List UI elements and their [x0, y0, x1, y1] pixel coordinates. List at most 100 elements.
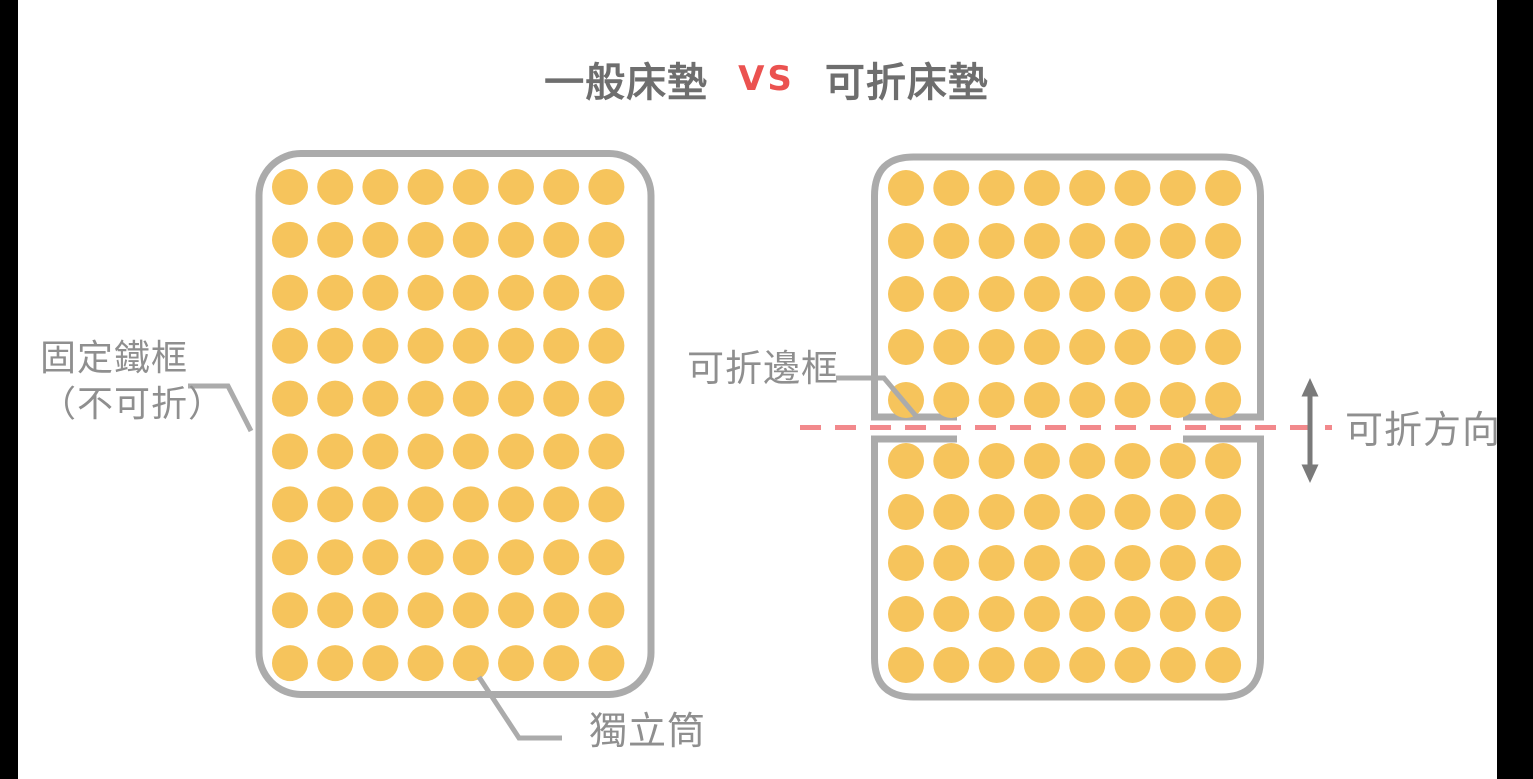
foldable-frame-top-half — [871, 153, 1264, 421]
spring-dot — [452, 327, 489, 364]
spring-dot — [1023, 545, 1060, 581]
spring-dot — [543, 274, 580, 311]
spring-dot — [407, 169, 444, 205]
spring-dot — [272, 380, 308, 417]
spring-dot — [1159, 647, 1196, 683]
spring-dot — [1069, 329, 1106, 365]
spring-dot — [933, 647, 970, 683]
spring-dot — [1205, 382, 1242, 418]
spring-dot — [933, 223, 970, 259]
spring-dot — [317, 433, 354, 470]
spring-dot — [1114, 494, 1151, 530]
spring-dot — [933, 170, 970, 206]
spring-dot — [1069, 494, 1106, 530]
spring-dot — [1023, 329, 1060, 365]
spring-dot — [1114, 329, 1151, 365]
spring-dot — [1114, 596, 1151, 632]
spring-dot — [272, 274, 308, 311]
spring-dot — [272, 592, 308, 629]
spring-dot — [407, 433, 444, 470]
spring-dot — [543, 433, 580, 470]
spring-dot — [543, 539, 580, 576]
spring-dot — [1159, 329, 1196, 365]
spring-dot — [498, 169, 534, 205]
spring-dot — [452, 433, 489, 470]
fixed-frame-leader-line — [188, 383, 254, 433]
spring-dot — [1205, 223, 1242, 259]
spring-dot — [1159, 276, 1196, 312]
pocket-spring-leader-line — [476, 675, 562, 741]
spring-dot — [498, 645, 534, 682]
spring-dot — [978, 545, 1015, 581]
spring-dot — [1114, 443, 1151, 479]
title-left-mattress: 一般床墊 — [544, 60, 709, 106]
spring-dot — [543, 645, 580, 682]
spring-dot — [933, 382, 970, 418]
spring-dot — [1114, 647, 1151, 683]
spring-dot — [498, 380, 534, 417]
letterbox-left-bar — [0, 0, 18, 779]
spring-dot — [543, 327, 580, 364]
left-mattress-springs — [272, 169, 625, 682]
right-mattress-springs-bottom — [888, 443, 1242, 683]
spring-dot — [1205, 276, 1242, 312]
spring-dot — [1205, 494, 1242, 530]
fixed-frame-label-line2: （不可折） — [40, 384, 226, 426]
spring-dot — [588, 380, 625, 417]
spring-dot — [1069, 443, 1106, 479]
spring-dot — [978, 647, 1015, 683]
spring-dot — [1023, 170, 1060, 206]
spring-dot — [407, 327, 444, 364]
spring-dot — [978, 223, 1015, 259]
spring-dot — [362, 433, 399, 470]
spring-dot — [317, 221, 354, 258]
spring-dot — [362, 221, 399, 258]
fold-direction-label: 可折方向 — [1345, 408, 1502, 452]
spring-dot — [888, 276, 924, 312]
spring-dot — [978, 382, 1015, 418]
spring-dot — [1205, 329, 1242, 365]
spring-dot — [888, 494, 924, 530]
spring-dot — [588, 645, 625, 682]
spring-dot — [1069, 545, 1106, 581]
spring-dot — [1205, 545, 1242, 581]
spring-dot — [362, 645, 399, 682]
spring-dot — [272, 221, 308, 258]
spring-dot — [933, 329, 970, 365]
spring-dot — [933, 276, 970, 312]
spring-dot — [317, 539, 354, 576]
letterbox-right-bar — [1497, 0, 1533, 779]
spring-dot — [407, 486, 444, 523]
spring-dot — [1023, 443, 1060, 479]
spring-dot — [452, 645, 489, 682]
spring-dot — [498, 274, 534, 311]
spring-dot — [543, 486, 580, 523]
spring-dot — [362, 592, 399, 629]
spring-dot — [1159, 170, 1196, 206]
spring-dot — [588, 169, 625, 205]
spring-dot — [1069, 382, 1106, 418]
spring-dot — [933, 545, 970, 581]
spring-dot — [407, 380, 444, 417]
spring-dot — [272, 645, 308, 682]
spring-dot — [933, 443, 970, 479]
spring-dot — [452, 221, 489, 258]
spring-dot — [1069, 596, 1106, 632]
spring-dot — [407, 645, 444, 682]
spring-dot — [888, 443, 924, 479]
title-right-mattress: 可折床墊 — [824, 60, 989, 106]
spring-dot — [978, 170, 1015, 206]
spring-dot — [362, 274, 399, 311]
spring-dot — [1023, 276, 1060, 312]
spring-dot — [543, 221, 580, 258]
spring-dot — [317, 486, 354, 523]
spring-dot — [1023, 596, 1060, 632]
spring-dot — [588, 539, 625, 576]
foldable-frame-label: 可折邊框 — [687, 347, 839, 390]
spring-dot — [588, 327, 625, 364]
fixed-frame-outline — [255, 150, 655, 698]
spring-dot — [498, 327, 534, 364]
spring-dot — [317, 169, 354, 205]
spring-dot — [933, 596, 970, 632]
